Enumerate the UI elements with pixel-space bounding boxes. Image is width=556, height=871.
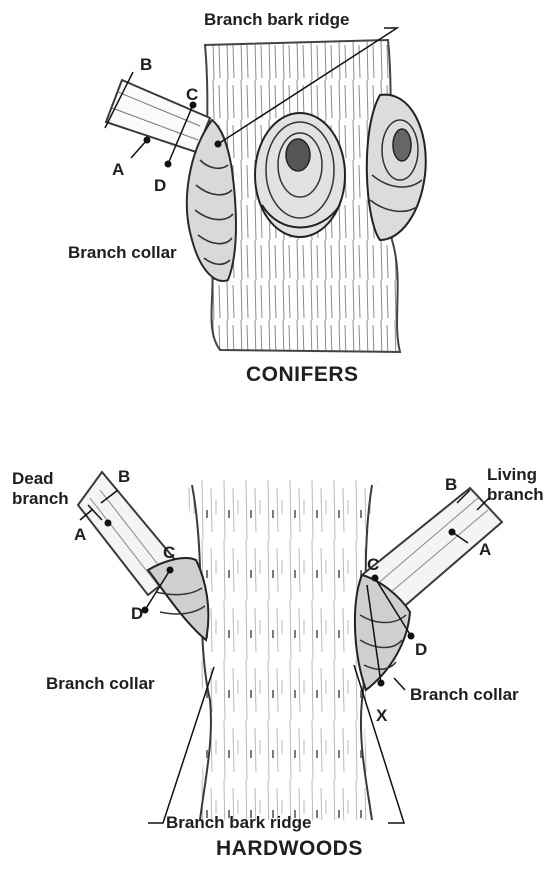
- hardwood-label-b-right: B: [445, 475, 457, 495]
- conifer-label-a: A: [112, 160, 124, 180]
- conifers-title: CONIFERS: [246, 363, 359, 387]
- conifer-label-branch-bark-ridge: Branch bark ridge: [204, 10, 350, 30]
- conifer-knot-center: [255, 113, 345, 237]
- conifer-knot-right: [367, 95, 426, 240]
- conifer-label-b: B: [140, 55, 152, 75]
- hardwood-label-d-left: D: [131, 604, 143, 624]
- hardwood-label-c-left: C: [163, 543, 175, 563]
- hardwoods-title: HARDWOODS: [216, 837, 363, 861]
- conifer-label-branch-collar: Branch collar: [68, 243, 177, 263]
- hardwood-label-branch-collar-left: Branch collar: [46, 674, 155, 694]
- hardwood-trunk: [185, 480, 378, 820]
- hardwood-label-x: X: [376, 706, 387, 726]
- hardwood-label-c-right: C: [367, 555, 379, 575]
- conifer-label-d: D: [154, 176, 166, 196]
- hardwood-label-branch-collar-right: Branch collar: [410, 685, 519, 705]
- hardwood-label-a-right: A: [479, 540, 491, 560]
- hardwood-label-dead-branch: Dead branch: [12, 469, 69, 508]
- hardwood-label-living-branch: Living branch: [487, 465, 544, 504]
- hardwood-label-branch-bark-ridge: Branch bark ridge: [166, 813, 312, 833]
- conifer-label-c: C: [186, 85, 198, 105]
- hardwood-label-d-right: D: [415, 640, 427, 660]
- hardwood-label-b-left: B: [118, 467, 130, 487]
- hardwood-label-a-left: A: [74, 525, 86, 545]
